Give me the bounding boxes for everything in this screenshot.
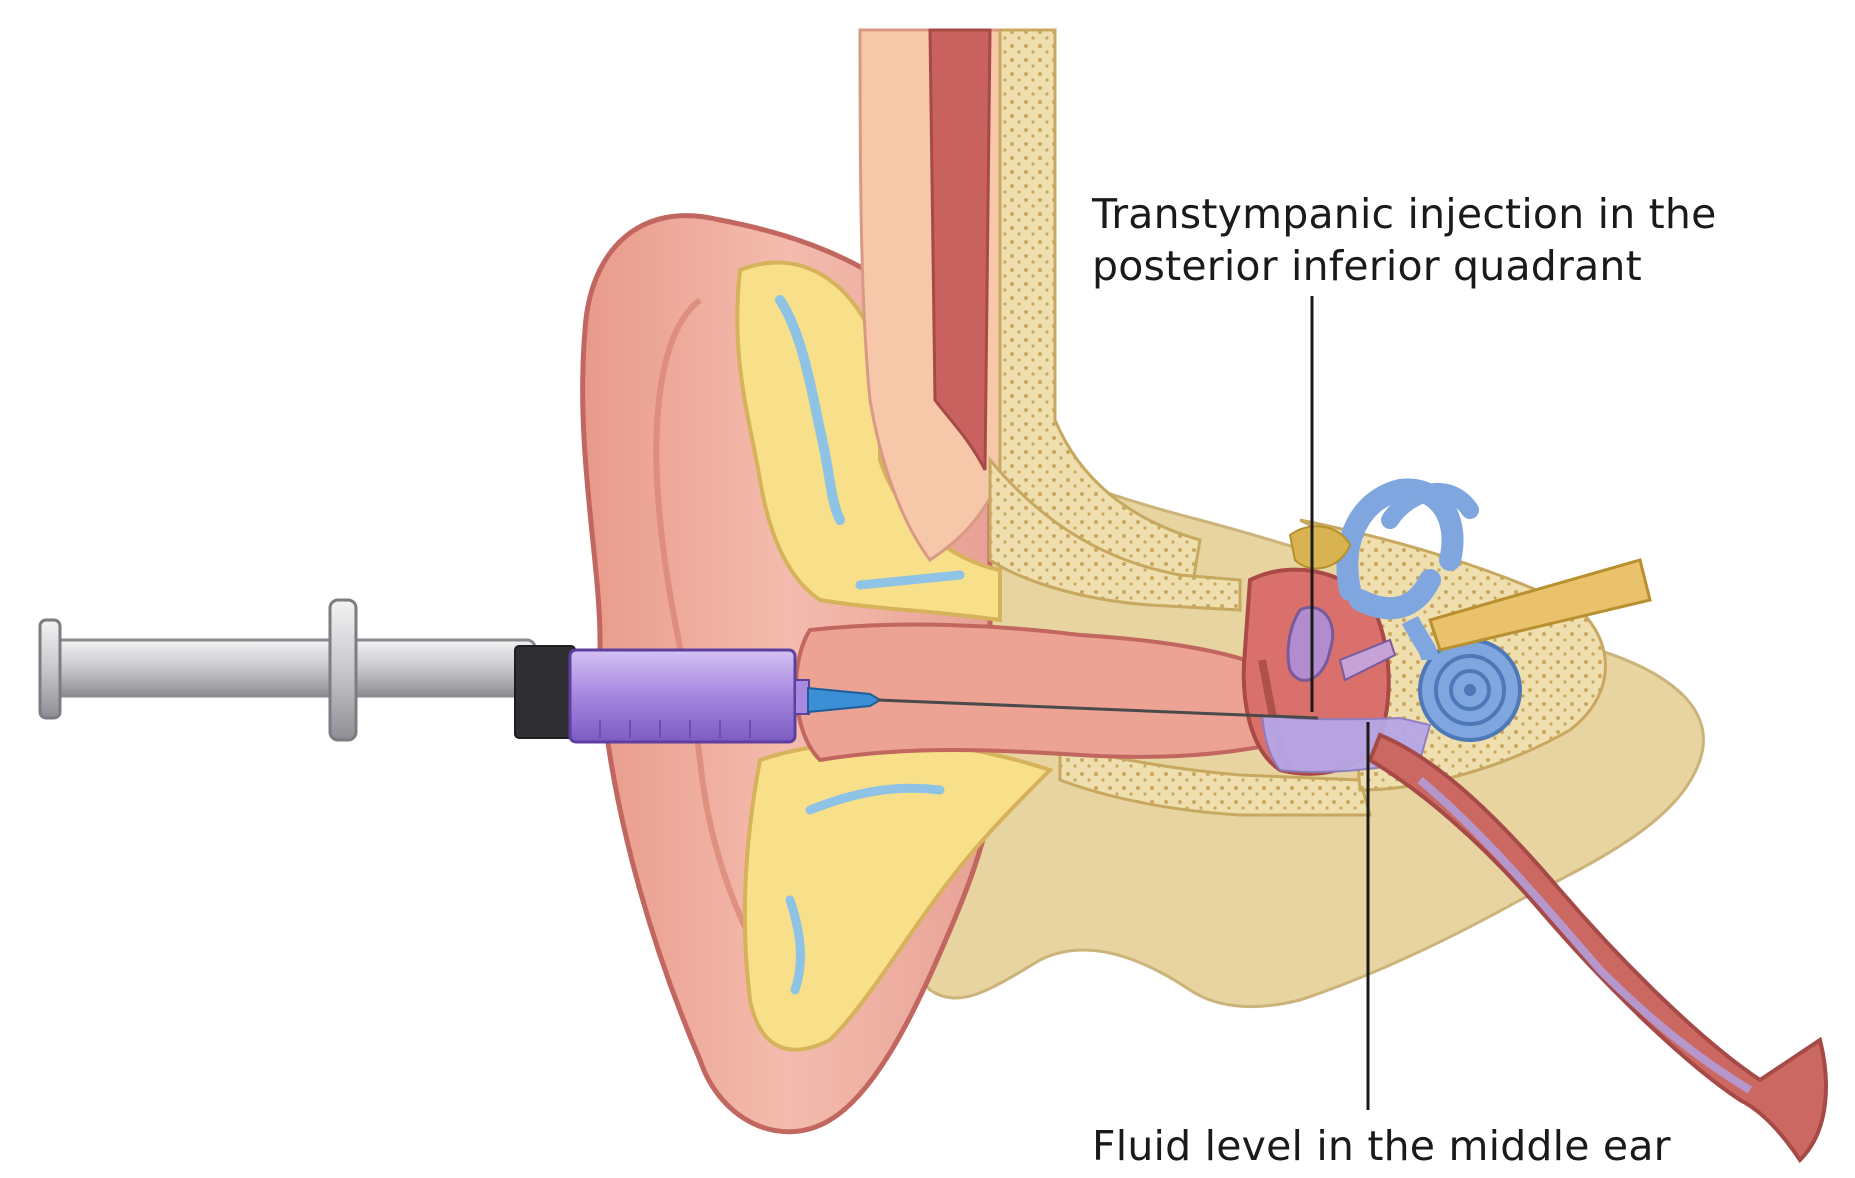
fluid-label: Fluid level in the middle ear [1092, 1120, 1671, 1172]
fluid-label-text: Fluid level in the middle ear [1092, 1120, 1671, 1172]
muscle-layer [930, 30, 990, 470]
injection-label-line2: posterior inferior quadrant [1092, 240, 1717, 292]
injection-label: Transtympanic injection in the posterior… [1092, 188, 1717, 292]
injection-label-line1: Transtympanic injection in the [1092, 188, 1717, 240]
